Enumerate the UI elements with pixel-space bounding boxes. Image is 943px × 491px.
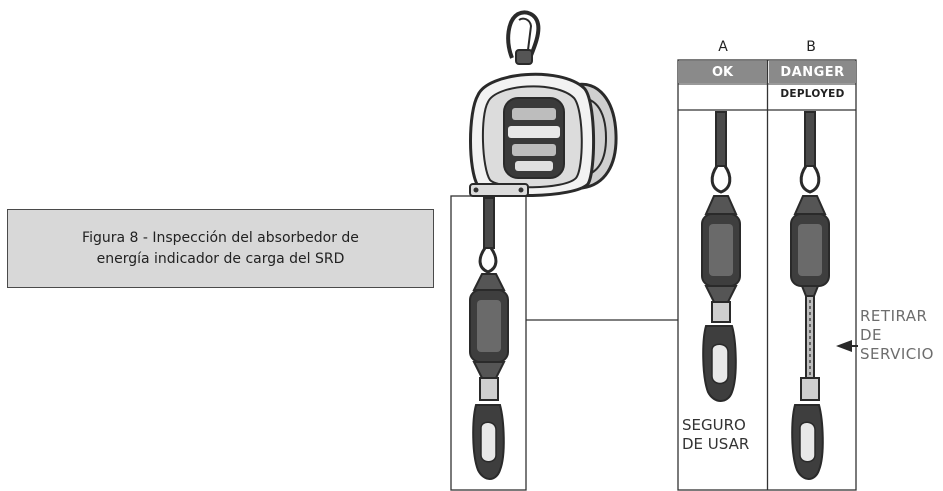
srd-device — [469, 10, 618, 197]
lanyard-deployed — [790, 111, 830, 480]
column-a-letter: A — [718, 39, 728, 55]
remove-line-1: RETIRAR — [860, 307, 928, 325]
ok-header: OK — [678, 61, 767, 83]
remove-line-3: SERVICIO — [860, 345, 934, 363]
safe-line-1: SEGURO — [682, 416, 746, 434]
safe-to-use-label: SEGURO DE USAR — [682, 416, 749, 454]
safe-line-2: DE USAR — [682, 435, 750, 453]
remove-from-service-label: RETIRAR DE SERVICIO — [860, 307, 934, 364]
caption-line-1: Figura 8 - Inspección del absorbedor de — [82, 229, 359, 246]
remove-line-2: DE — [860, 326, 883, 344]
lanyard-detail — [469, 197, 509, 480]
caption-line-2: energía indicador de carga del SRD — [96, 250, 345, 267]
deployed-label: DEPLOYED — [780, 88, 845, 100]
pointer-arrow-icon — [836, 340, 852, 352]
danger-header: DANGER — [769, 61, 856, 83]
column-b-letter: B — [806, 39, 816, 55]
figure-caption-box: Figura 8 - Inspección del absorbedor de … — [7, 209, 434, 288]
lanyard-ok — [701, 111, 741, 402]
